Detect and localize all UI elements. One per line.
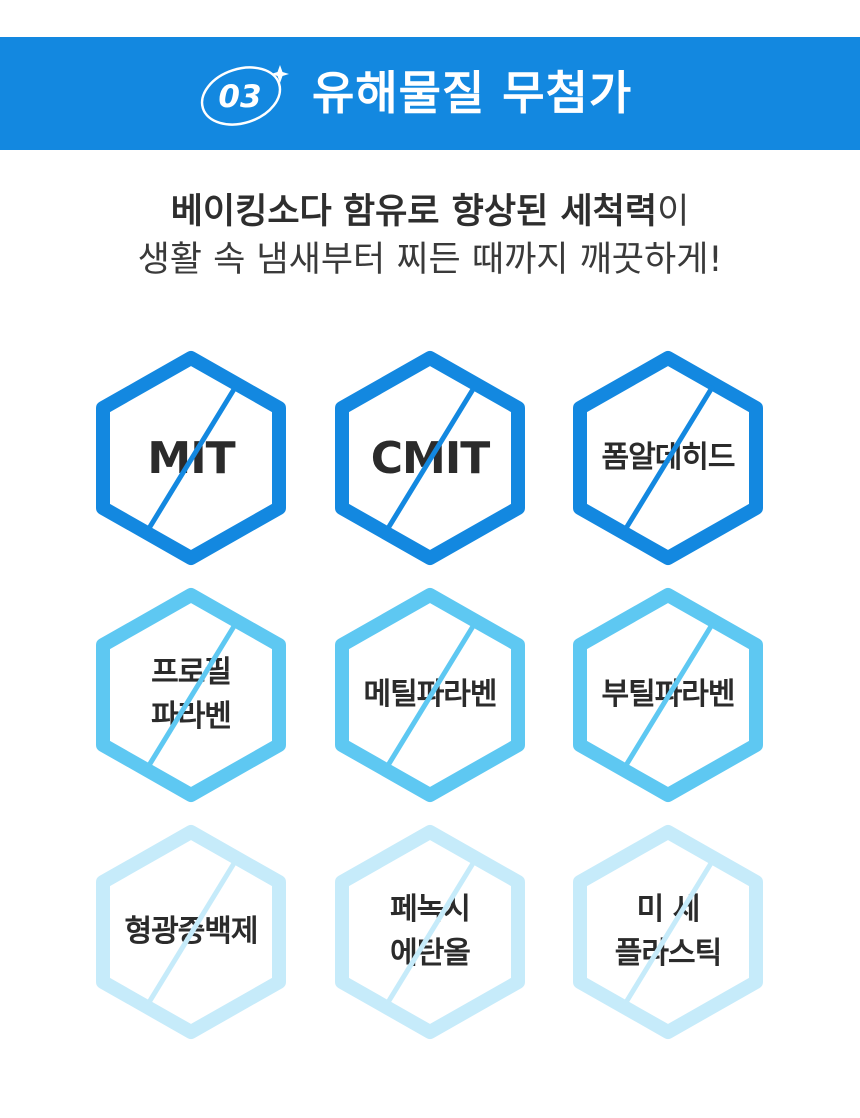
strike-through-line (384, 384, 478, 532)
strike-through-line (145, 858, 239, 1006)
hexagon-badge-microplastic: 미 세 플라스틱 (570, 822, 766, 1042)
strike-through-line (622, 621, 716, 769)
strike-through-icon (384, 858, 478, 1006)
hexagon-badge-methylparaben: 메틸파라벤 (332, 585, 528, 805)
strike-through-line (384, 621, 478, 769)
hexagon-label: 페녹시 에탄올 (390, 892, 471, 971)
hexagon-badge-formaldehyde: 폼알데히드 (570, 348, 766, 568)
subtitle-line-1: 베이킹소다 함유로 향상된 세척력이 (0, 187, 860, 237)
sparkle-icon (271, 65, 289, 83)
hexagon-badge-butylparaben: 부틸파라벤 (570, 585, 766, 805)
hexagon-badge-propylparaben: 프로필 파라벤 (93, 585, 289, 805)
strike-through-icon (145, 858, 239, 1006)
hexagon-badge-cmit: CMIT (332, 348, 528, 568)
strike-through-line (384, 858, 478, 1006)
strike-through-icon (622, 858, 716, 1006)
strike-through-line (622, 858, 716, 1006)
strike-through-icon (145, 384, 239, 532)
strike-through-icon (384, 384, 478, 532)
hexagon-badge-phenoxyethanol: 페녹시 에탄올 (332, 822, 528, 1042)
subtitle-suffix: 이 (657, 192, 690, 232)
banner-title: 유해물질 무첨가 (312, 66, 633, 120)
strike-through-icon (384, 621, 478, 769)
number-badge-icon: 03 (200, 65, 289, 126)
hexagon-label: 프로필 파라벤 (151, 655, 232, 734)
strike-through-icon (622, 384, 716, 532)
strike-through-line (622, 384, 716, 532)
hexagon-label: 미 세 플라스틱 (614, 892, 722, 971)
strike-through-icon (622, 621, 716, 769)
hexagon-badge-mit: MIT (93, 348, 289, 568)
hexagon-badge-fluorescent-whitener: 형광증백제 (93, 822, 289, 1042)
subtitle-highlight-baking-soda: 베이킹소다 (170, 192, 332, 232)
strike-through-icon (145, 621, 239, 769)
strike-through-line (145, 384, 239, 532)
strike-through-line (145, 621, 239, 769)
subtitle-line-2: 생활 속 냄새부터 찌든 때까지 깨끗하게! (137, 240, 723, 280)
subtitle-highlight-cleaning-power: 함유로 향상된 세척력 (342, 192, 658, 232)
section-banner: 03 유해물질 무첨가 (0, 37, 860, 150)
banner-number: 03 (218, 79, 261, 115)
